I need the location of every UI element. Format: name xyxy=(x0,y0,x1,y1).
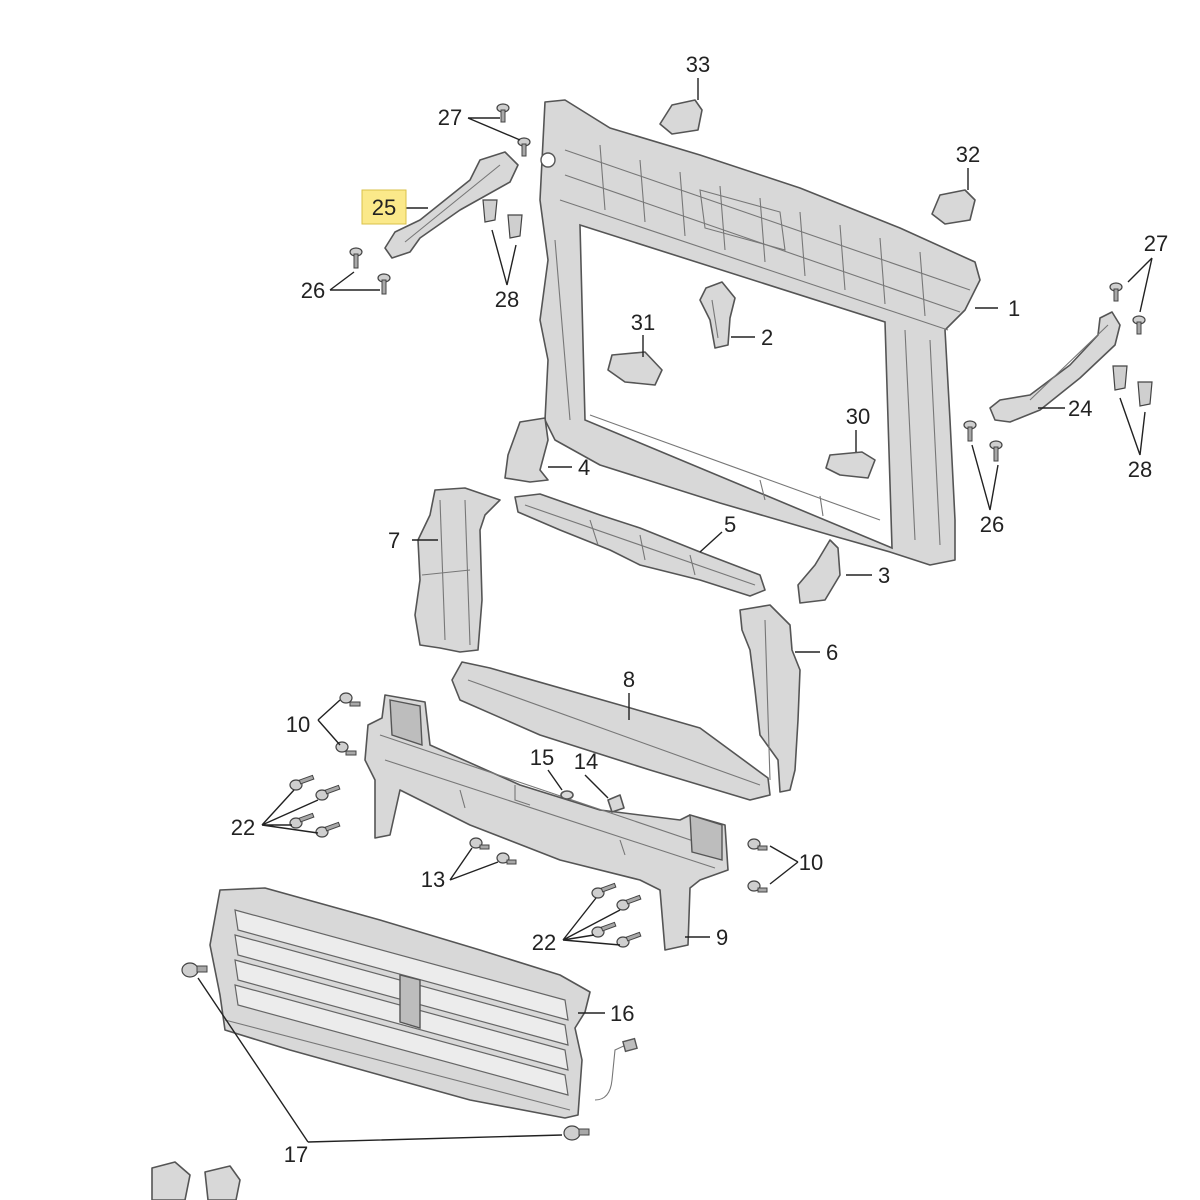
part-30-bracket xyxy=(825,451,876,479)
callout-26-right: 26 xyxy=(980,512,1004,537)
callout-1: 1 xyxy=(1008,296,1020,321)
part-8-lower-deflector xyxy=(451,661,771,801)
part-1-front-carrier xyxy=(539,99,981,566)
callout-25-highlight xyxy=(361,189,407,225)
callout-25: 25 xyxy=(372,195,396,220)
callout-30: 30 xyxy=(846,404,870,429)
callout-4: 4 xyxy=(578,455,590,480)
part-5-upper-air-duct xyxy=(514,493,766,597)
callout-9: 9 xyxy=(716,925,728,950)
callout-31: 31 xyxy=(631,310,655,335)
callout-10-left: 10 xyxy=(286,712,310,737)
cropped-part-bottom-left xyxy=(151,1161,241,1200)
callout-27-right: 27 xyxy=(1144,231,1168,256)
part-6-side-duct-right xyxy=(739,604,801,793)
part-32-rubber-mount xyxy=(931,189,976,225)
part-16-radiator-shutter xyxy=(209,887,638,1119)
fasteners xyxy=(181,103,1153,1141)
callout-labels: 33 32 1 2 31 30 4 7 5 3 6 8 9 16 24 25 2… xyxy=(231,52,1168,1167)
callout-17: 17 xyxy=(284,1142,308,1167)
callout-33: 33 xyxy=(686,52,710,77)
callout-14: 14 xyxy=(574,749,598,774)
callout-22-lower: 22 xyxy=(532,930,556,955)
callout-24: 24 xyxy=(1068,396,1092,421)
callout-16: 16 xyxy=(610,1001,634,1026)
part-3-air-guide-right xyxy=(797,539,841,604)
callout-8: 8 xyxy=(623,667,635,692)
part-7-side-duct-left xyxy=(414,487,501,653)
callout-32: 32 xyxy=(956,142,980,167)
callout-7: 7 xyxy=(388,528,400,553)
part-14-clip xyxy=(607,794,625,813)
part-31-bracket xyxy=(607,351,663,386)
part-2-clip xyxy=(699,281,736,349)
part-33-rubber-mount xyxy=(659,99,703,135)
part-15-clip xyxy=(560,790,574,800)
callout-28-left: 28 xyxy=(495,287,519,312)
callout-2: 2 xyxy=(761,325,773,350)
callout-13: 13 xyxy=(421,867,445,892)
callout-26-left: 26 xyxy=(301,278,325,303)
part-9-crossmember xyxy=(364,694,729,951)
callout-27-left: 27 xyxy=(438,105,462,130)
callout-10-right: 10 xyxy=(799,850,823,875)
callout-22-left: 22 xyxy=(231,815,255,840)
callout-6: 6 xyxy=(826,640,838,665)
callout-15: 15 xyxy=(530,745,554,770)
callout-5: 5 xyxy=(724,512,736,537)
callout-3: 3 xyxy=(878,563,890,588)
part-24-support-strut-right xyxy=(989,311,1121,423)
part-4-air-guide-left xyxy=(504,417,549,483)
callout-28-right: 28 xyxy=(1128,457,1152,482)
part-25-support-strut-left xyxy=(384,151,519,259)
leader-lines xyxy=(197,78,1153,1143)
